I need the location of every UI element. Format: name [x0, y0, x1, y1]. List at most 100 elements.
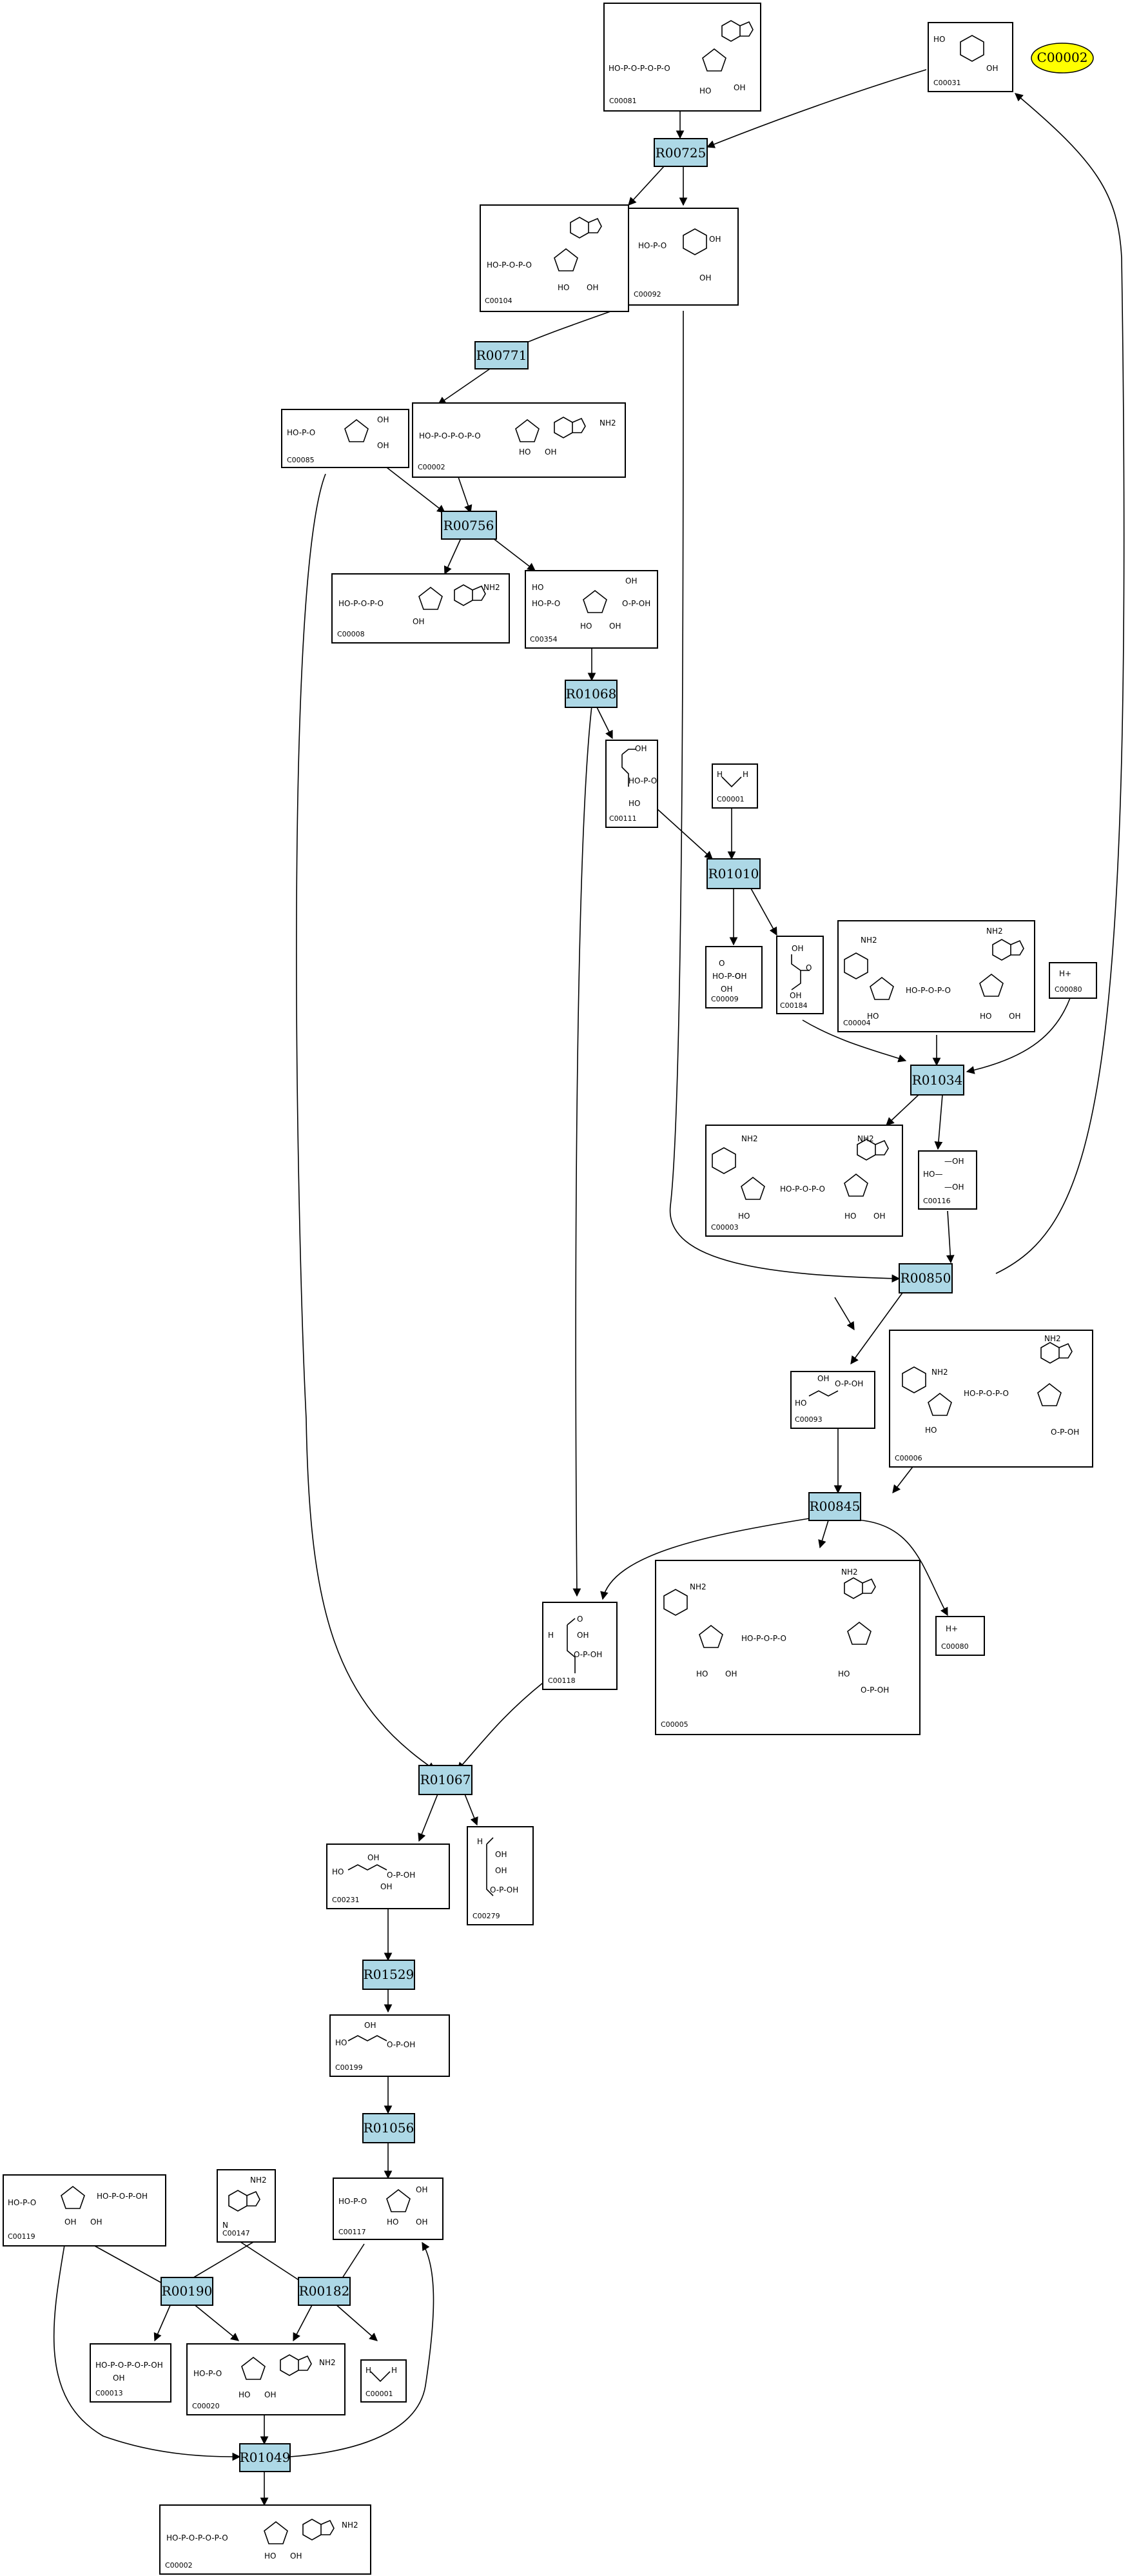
chem-label: OH	[587, 283, 598, 292]
chem-label: HO-P-O	[338, 2197, 367, 2206]
reaction-r01067[interactable]: R01067	[418, 1765, 472, 1795]
compound-c00085[interactable]: HO-P-O OH OH C00085	[281, 409, 409, 468]
compound-c00003[interactable]: NH2 NH2 HO-P-O-P-O HO HO OH C00003	[705, 1125, 903, 1237]
chem-label: HO	[699, 86, 711, 95]
chem-label: HO	[696, 1669, 708, 1678]
chem-label: HO	[933, 35, 945, 44]
chem-label: OH	[416, 2217, 427, 2227]
compound-c00004[interactable]: NH2 NH2 HO-P-O-P-O HO HO OH C00004	[837, 920, 1035, 1032]
chem-label: HO-P-O-P-O-P-O	[166, 2533, 228, 2542]
reaction-label: R00725	[656, 145, 706, 161]
reaction-r00756[interactable]: R00756	[441, 511, 497, 540]
reaction-r01010[interactable]: R01010	[706, 858, 761, 889]
chem-label: OH	[364, 2021, 376, 2030]
compound-id: C00116	[923, 1197, 951, 1205]
reaction-r00182[interactable]: R00182	[298, 2277, 351, 2306]
compound-c00001[interactable]: H H C00001	[712, 763, 758, 809]
compound-id: C00279	[472, 1912, 500, 1920]
edge	[857, 1519, 948, 1617]
compound-c00093[interactable]: OH O-P-OH HO C00093	[790, 1371, 875, 1429]
reaction-r01056[interactable]: R01056	[362, 2113, 415, 2143]
chem-label: O	[577, 1615, 583, 1624]
chem-label: HO	[335, 2038, 347, 2047]
compound-c00184[interactable]: OH O OH C00184	[776, 936, 824, 1014]
reactions: R00725 R00771 R00756 R01068 R01010 R0103…	[161, 138, 964, 2472]
compound-c00279[interactable]: H OH OH O-P-OH C00279	[467, 1826, 534, 1925]
compound-id: C00003	[711, 1223, 739, 1232]
reaction-label: R00850	[901, 1270, 951, 1286]
chem-label: HO-P-O	[712, 972, 741, 981]
compound-c00020[interactable]: HO-P-O NH2 HO OH C00020	[186, 2343, 346, 2415]
compound-id: C00199	[335, 2063, 363, 2072]
chem-label: OH	[792, 944, 803, 953]
chem-label: —OH	[944, 1157, 964, 1166]
edge	[443, 538, 462, 575]
compound-c00092[interactable]: HO-P-O OH OH C00092	[628, 208, 739, 306]
compound-c00009[interactable]: O HO-P-O OH OH C00009	[705, 946, 763, 1008]
edge	[995, 93, 1125, 1274]
chem-label: OH	[725, 1669, 737, 1678]
reaction-r00845[interactable]: R00845	[808, 1492, 861, 1521]
compound-id: C00231	[332, 1896, 360, 1904]
compound-c00002[interactable]: HO-P-O-P-O-P-O NH2 HO OH C00002	[159, 2504, 371, 2575]
reaction-r01529[interactable]: R01529	[362, 1960, 415, 1990]
highlight-node-c00002[interactable]: C00002	[1031, 43, 1094, 74]
chem-label: OH	[264, 2390, 276, 2399]
reaction-r00725[interactable]: R00725	[654, 138, 708, 167]
reaction-r00850[interactable]: R00850	[899, 1263, 953, 1293]
chem-label: HO	[264, 2551, 276, 2561]
chem-label: O-P-OH	[1051, 1428, 1079, 1437]
compound-id: C00013	[95, 2389, 123, 2397]
compound-c00005[interactable]: NH2 NH2 HO-P-O-P-O HO OH HO O-P-OH C0000…	[655, 1560, 921, 1735]
reaction-r00771[interactable]: R00771	[474, 341, 529, 369]
compound-id: C00147	[222, 2229, 250, 2237]
compound-c00006[interactable]: NH2 NH2 HO-P-O-P-O HO O-P-OH C00006	[889, 1330, 1093, 1468]
chem-label: HO-P-O	[8, 2198, 36, 2207]
reaction-r01049[interactable]: R01049	[239, 2443, 291, 2472]
compound-c00231[interactable]: HO OH O-P-OH OH C00231	[326, 1844, 450, 1909]
chem-label: H	[365, 2366, 371, 2375]
compound-c00001[interactable]: H H C00001	[360, 2359, 407, 2403]
compound-id: C00008	[337, 630, 365, 638]
highlight-label: C00002	[1037, 50, 1088, 65]
compound-c00354[interactable]: HO HO-P-O OH O-P-OH HO OH C00354	[525, 570, 658, 649]
chem-label: HO	[844, 1212, 856, 1221]
chem-label: HO-P-O	[193, 2369, 222, 2378]
compound-id: C00004	[843, 1019, 871, 1027]
chem-label: OH	[416, 2185, 427, 2194]
edge	[596, 705, 613, 740]
compound-c00111[interactable]: OH HO-P-O HO C00111	[605, 740, 658, 828]
compound-c00031[interactable]: HO OH C00031	[928, 22, 1013, 92]
chem-label: NH2	[931, 1368, 948, 1377]
chem-label: OH	[609, 622, 621, 631]
reaction-r01068[interactable]: R01068	[565, 680, 618, 708]
chem-label: NH2	[861, 936, 877, 945]
compound-id: C00104	[485, 297, 512, 305]
compound-c00104[interactable]: HO-P-O-P-O HO OH C00104	[480, 204, 629, 312]
edge	[834, 1297, 855, 1331]
compound-c00119[interactable]: HO-P-O HO-P-O-P-OH OH OH C00119	[3, 2174, 166, 2247]
reaction-label: R01034	[912, 1072, 963, 1088]
chem-label: H	[743, 770, 748, 779]
reaction-r01034[interactable]: R01034	[910, 1065, 964, 1096]
chem-label: OH	[367, 1853, 379, 1862]
reaction-r00190[interactable]: R00190	[161, 2277, 213, 2306]
compound-c00002[interactable]: HO-P-O-P-O-P-O NH2 HO OH C00002	[412, 402, 626, 478]
compound-c00013[interactable]: HO-P-O-P-O-P-OH OH C00013	[90, 2343, 171, 2403]
compound-id: C00031	[933, 79, 961, 87]
compound-c00117[interactable]: HO-P-O OH HO OH C00117	[333, 2178, 443, 2240]
chem-label: OH	[113, 2374, 124, 2383]
chem-label: NH2	[741, 1134, 758, 1143]
compound-c00118[interactable]: O H OH O-P-OH C00118	[542, 1602, 618, 1690]
compound-c00081[interactable]: HO-P-O-P-O-P-O HO OH C00081	[603, 3, 761, 112]
edge	[289, 2241, 434, 2457]
compound-id: C00002	[418, 463, 445, 471]
compound-c00080[interactable]: H+ C00080	[1049, 962, 1097, 999]
compound-c00008[interactable]: HO-P-O-P-O NH2 OH C00008	[331, 573, 510, 644]
chem-label: OH	[635, 744, 647, 753]
compound-c00199[interactable]: HO OH O-P-OH C00199	[329, 2014, 450, 2077]
edge	[628, 166, 665, 206]
compound-c00080[interactable]: H+ C00080	[935, 1616, 985, 1656]
compound-c00116[interactable]: —OH HO— —OH C00116	[918, 1150, 977, 1210]
compound-c00147[interactable]: NH2 N C00147	[217, 2169, 276, 2243]
